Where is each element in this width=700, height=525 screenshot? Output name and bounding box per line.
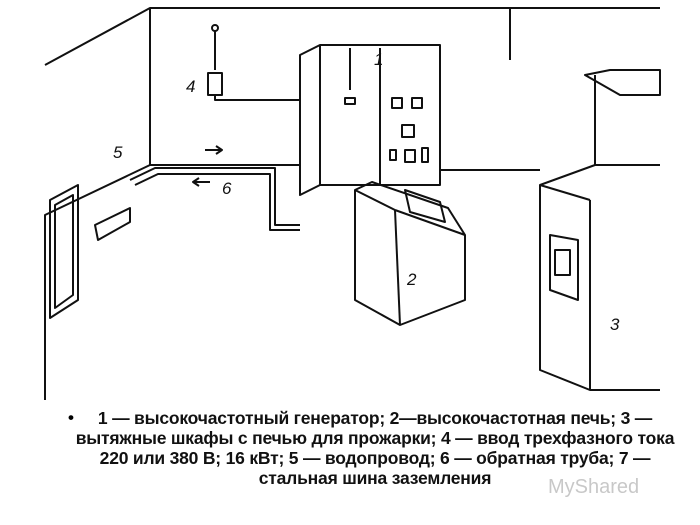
- label-2: 2: [406, 270, 417, 289]
- generator-cabinet: [299, 44, 441, 196]
- water-pipes: [94, 145, 300, 241]
- room-walls: [44, 7, 660, 400]
- fume-hood: [539, 69, 661, 391]
- label-1: 1: [374, 50, 383, 69]
- watermark-logo: MyShared: [548, 476, 640, 498]
- label-4: 4: [186, 77, 195, 96]
- caption-bullet: •: [68, 408, 74, 427]
- label-6: 6: [222, 179, 232, 198]
- hf-furnace: [354, 181, 466, 326]
- equipment-layout-diagram: 1 2 3 4 5 6: [44, 7, 661, 400]
- label-3: 3: [610, 315, 620, 334]
- label-5: 5: [113, 143, 123, 162]
- power-input: [207, 24, 300, 101]
- figure-caption: 1 — высокочастотный генератор; 2—высокоч…: [75, 408, 675, 488]
- window: [49, 184, 79, 319]
